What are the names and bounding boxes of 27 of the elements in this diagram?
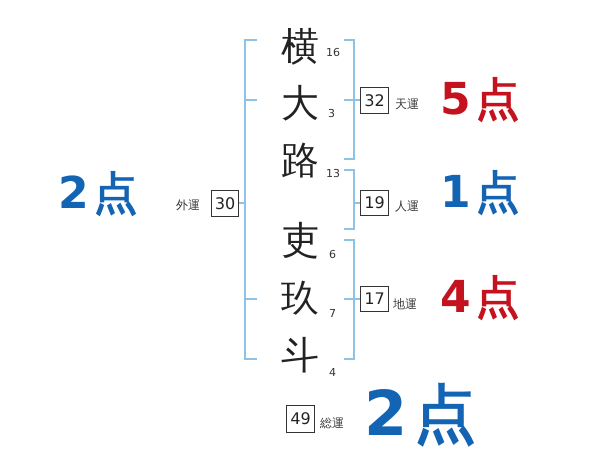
stroke-count: 7 [329,308,336,318]
fortune-label: 天運 [395,98,419,110]
fortune-label: 外運 [176,199,200,211]
name-character: 斗 [281,336,319,374]
fortune-label: 総運 [320,417,344,429]
score-text: 2点 [364,383,484,445]
fortune-number-box: 17 [360,286,389,312]
fortune-number-box: 30 [211,190,239,217]
name-character: 路 [281,141,319,179]
fortune-number-box: 19 [360,190,389,216]
score-text: 2点 [58,172,143,216]
stroke-count: 3 [328,108,335,118]
stroke-count: 13 [326,168,340,178]
score-text: 1点 [440,171,525,215]
stroke-count: 4 [329,366,336,378]
name-character: 大 [281,84,319,122]
score-text: 4点 [440,276,525,320]
stroke-count: 6 [329,248,336,260]
name-character: 吏 [281,221,319,259]
fortune-label: 地運 [393,298,417,310]
score-text: 5点 [440,78,525,122]
fortune-number-box: 49 [286,405,315,433]
name-character: 玖 [281,279,319,317]
fortune-label: 人運 [395,200,419,212]
fortune-number-box: 32 [360,87,389,114]
name-character: 横 [281,27,319,65]
stroke-count: 16 [326,46,340,58]
